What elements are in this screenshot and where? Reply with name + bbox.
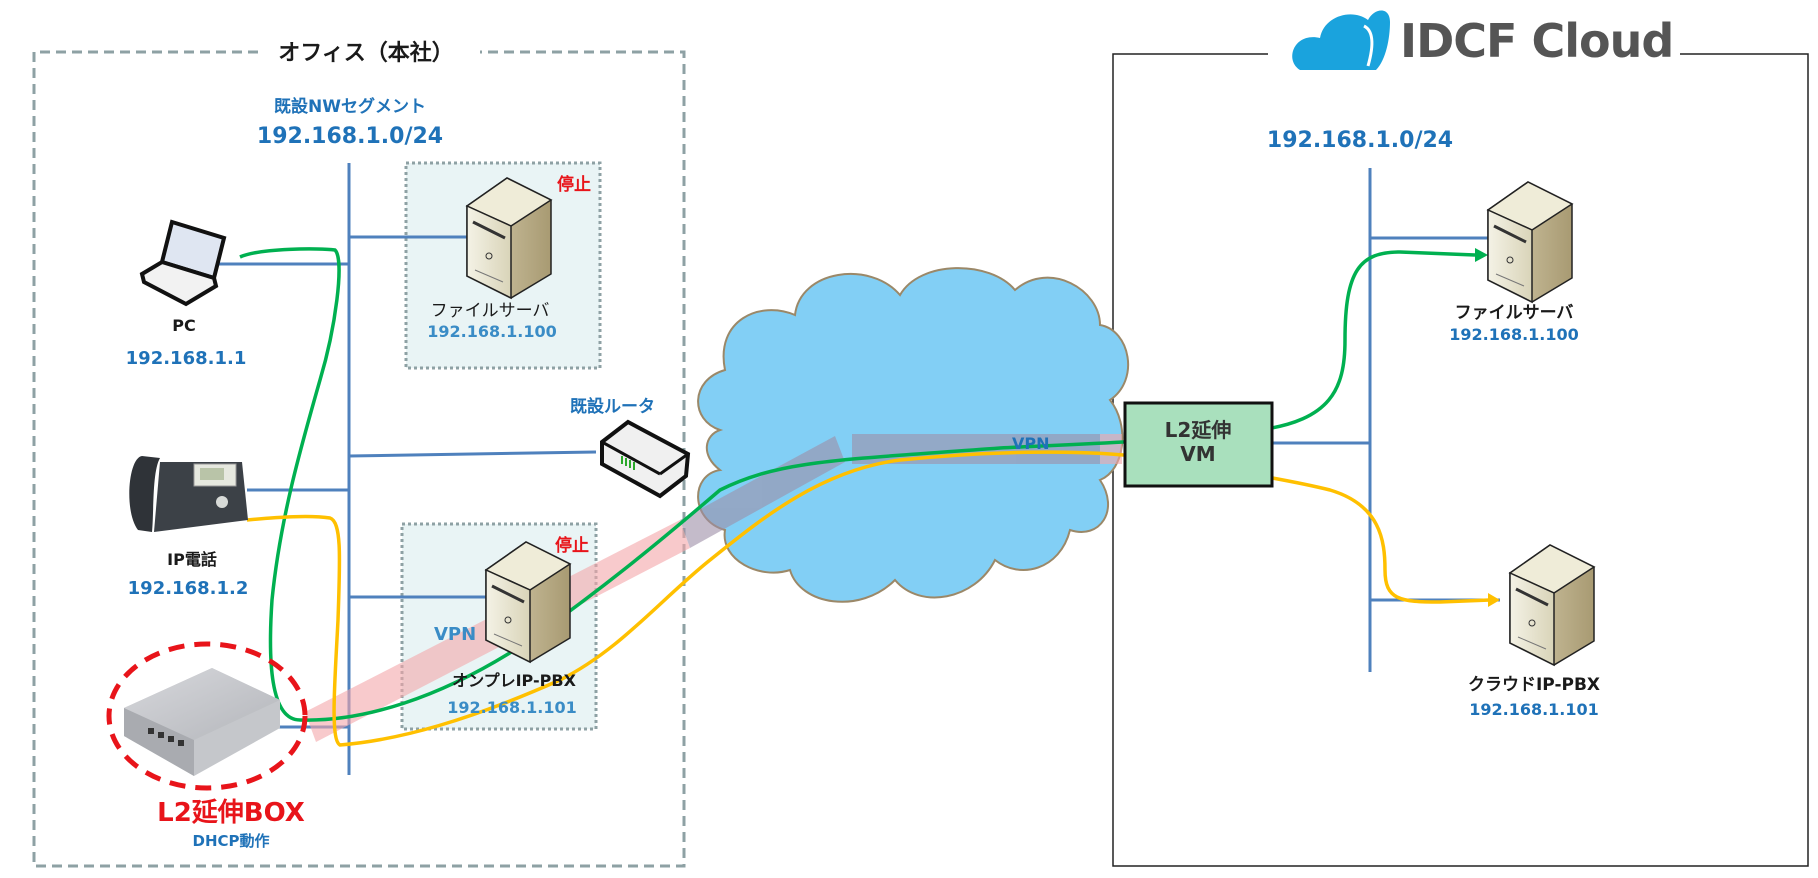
file-server-status: 停止 [557, 175, 591, 195]
idcf-brand: IDCF Cloud [1400, 14, 1674, 68]
office-segment-cidr: 192.168.1.0/24 [256, 124, 444, 149]
green-arrowhead [1475, 248, 1488, 262]
cloud-vpn-label: VPN [1012, 434, 1050, 453]
l2-vm-label-line2: VM [1180, 442, 1216, 466]
ip-phone-icon [129, 456, 248, 532]
ip-phone-ip: 192.168.1.2 [127, 578, 249, 599]
office-file-server-ip: 192.168.1.100 [427, 322, 557, 341]
l2-vm-box [1123, 401, 1274, 488]
green-traffic-path [239, 247, 1476, 722]
cloud-network-bus [1272, 168, 1500, 672]
pc-ip: 192.168.1.1 [125, 348, 247, 369]
onprem-pbx-status: 停止 [555, 536, 589, 556]
onprem-pbx-ip: 192.168.1.101 [447, 698, 577, 717]
office-title: オフィス（本社） [278, 41, 454, 66]
cloud-pbx-ip: 192.168.1.101 [1469, 700, 1599, 719]
server-icon [465, 177, 553, 300]
server-icon [1486, 181, 1574, 304]
office-file-server-name: ファイルサーバ [430, 301, 550, 321]
router-icon [600, 419, 691, 499]
office-frame [32, 50, 686, 868]
yellow-traffic-path [246, 450, 1491, 747]
l2-box-note: DHCP動作 [192, 832, 270, 850]
router-name: 既設ルータ [570, 397, 655, 417]
cloud-file-server-name: ファイルサーバ [1454, 303, 1574, 323]
yellow-arrowhead [1488, 593, 1500, 607]
server-icon [1508, 544, 1596, 667]
l2-box-appliance-icon [124, 668, 280, 776]
l2-box-name: L2延伸BOX [157, 798, 305, 828]
l2-vm-label-line1: L2延伸 [1164, 418, 1232, 442]
pc-name: PC [172, 316, 196, 335]
cloud-pbx-name: クラウドIP-PBX [1467, 675, 1601, 695]
office-network-bus [215, 163, 597, 775]
cloud-segment-cidr: 192.168.1.0/24 [1266, 128, 1454, 153]
office-segment-label: 既設NWセグメント [274, 97, 426, 117]
laptop-icon [139, 219, 227, 307]
ip-phone-name: IP電話 [167, 550, 217, 569]
server-icon [484, 541, 572, 664]
cloud-file-server-ip: 192.168.1.100 [1449, 325, 1579, 344]
office-vpn-label: VPN [434, 624, 477, 645]
onprem-pbx-name: オンプレIP-PBX [452, 671, 576, 690]
l2-box-highlight-ring [106, 641, 308, 791]
idcf-cloud-logo-icon [1292, 10, 1390, 70]
idcf-frame [1112, 53, 1809, 867]
